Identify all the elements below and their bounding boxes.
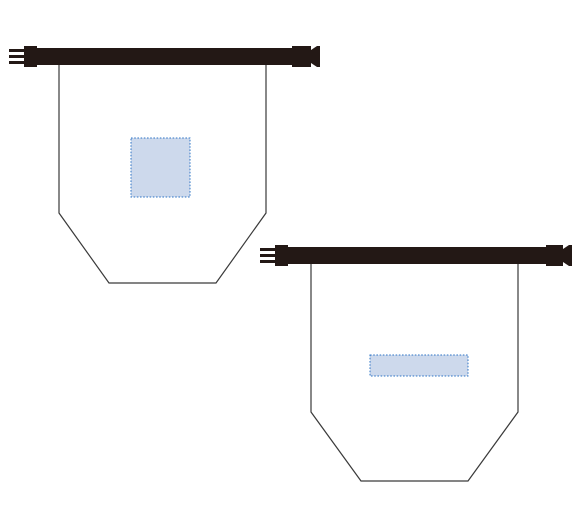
bag-1-strap (9, 46, 320, 67)
bag-2-left-buckle-icon (260, 245, 288, 266)
bag-2-strap (260, 245, 572, 266)
bag-1 (9, 46, 320, 284)
bag-1-right-buckle-icon (292, 46, 320, 67)
bag-1-print-area (130, 137, 191, 198)
bag-1-left-buckle-icon (9, 46, 37, 67)
bag-2-print-area (369, 354, 469, 377)
bag-2-right-buckle-icon (546, 245, 572, 266)
bag-1-strap-band (24, 48, 296, 65)
bag-2 (260, 245, 572, 482)
bag-2-strap-band (275, 247, 548, 264)
